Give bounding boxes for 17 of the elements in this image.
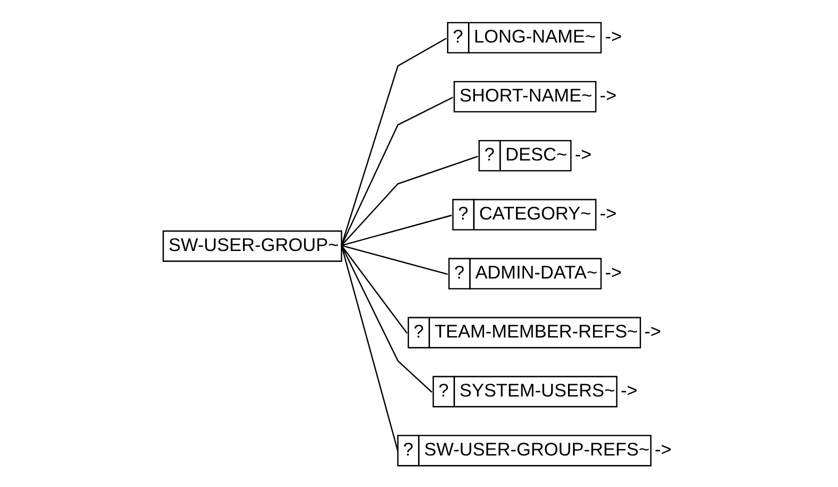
connector [340, 245, 398, 452]
connector [340, 245, 408, 334]
node-label: -> [574, 144, 592, 165]
connector [340, 244, 448, 275]
node-label: -> [654, 438, 672, 460]
node-label: -> [620, 379, 638, 400]
node-label: -> [599, 84, 616, 106]
node-box: SHORT-NAME~ [453, 80, 596, 112]
node-label: -> [604, 26, 622, 47]
connector [340, 245, 432, 393]
node-label: -> [599, 202, 616, 224]
connector [340, 214, 452, 246]
node-label: -> [604, 262, 622, 282]
connector [340, 96, 453, 246]
node-label: -> [644, 320, 661, 342]
connector [340, 156, 478, 246]
node-box: SW-USER-GROUP~ [162, 230, 342, 262]
